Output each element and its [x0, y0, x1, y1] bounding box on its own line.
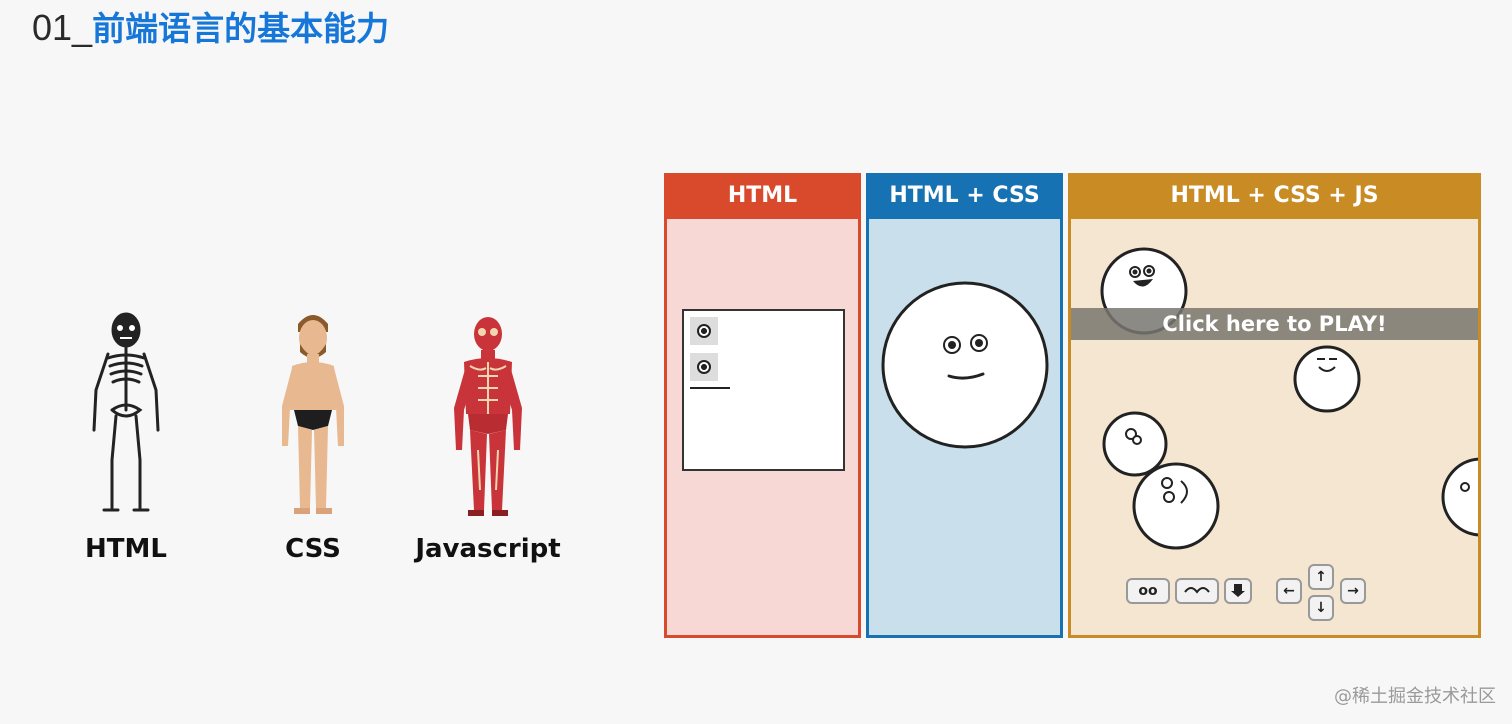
panel-html-css-js: HTML + CSS + JS	[1068, 173, 1481, 638]
figure-label-javascript: Javascript	[415, 534, 561, 564]
panel-css-header: HTML + CSS	[869, 176, 1060, 216]
panel-html-css: HTML + CSS	[866, 173, 1063, 638]
muscle-figure-icon	[450, 310, 526, 522]
figure-label-css: CSS	[285, 534, 341, 564]
radio-icon	[690, 317, 718, 345]
radio-icon	[690, 353, 718, 381]
skeleton-figure-icon	[86, 310, 166, 520]
title-number: 01_	[32, 7, 93, 48]
panel-css-body	[869, 216, 1060, 635]
stamp-icon	[1231, 584, 1245, 597]
unstyled-html-box	[682, 309, 845, 471]
panel-js-body: Click here to PLAY! oo ← ↑ ↓ →	[1071, 216, 1478, 635]
figure-label-html: HTML	[85, 534, 167, 564]
arrow-down-button[interactable]: ↓	[1308, 595, 1334, 621]
face-ball-icon	[1293, 345, 1361, 413]
panel-html: HTML	[664, 173, 861, 638]
arrow-right-button[interactable]: →	[1340, 578, 1366, 604]
arrow-up-button[interactable]: ↑	[1308, 564, 1334, 590]
face-ball-icon	[1102, 411, 1168, 477]
person-figure-icon	[276, 310, 350, 520]
slide-title: 01_前端语言的基本能力	[32, 6, 389, 50]
smiley-face-icon	[881, 281, 1049, 449]
play-button[interactable]: Click here to PLAY!	[1071, 308, 1478, 340]
panel-html-header: HTML	[667, 176, 858, 216]
mouth-icon	[1184, 587, 1210, 594]
title-text: 前端语言的基本能力	[92, 9, 390, 48]
face-ball-icon	[1132, 462, 1220, 550]
stamp-control-button[interactable]	[1224, 578, 1252, 604]
panel-html-body	[667, 216, 858, 635]
panel-js-header: HTML + CSS + JS	[1071, 176, 1478, 216]
arrow-left-button[interactable]: ←	[1276, 578, 1302, 604]
eyes-control-button[interactable]: oo	[1126, 578, 1170, 604]
watermark: @稀土掘金技术社区	[1334, 686, 1496, 707]
bouncing-faces	[1100, 247, 1478, 550]
underline-divider	[690, 387, 730, 389]
mouth-control-button[interactable]	[1175, 578, 1219, 604]
face-ball-icon	[1441, 457, 1478, 537]
